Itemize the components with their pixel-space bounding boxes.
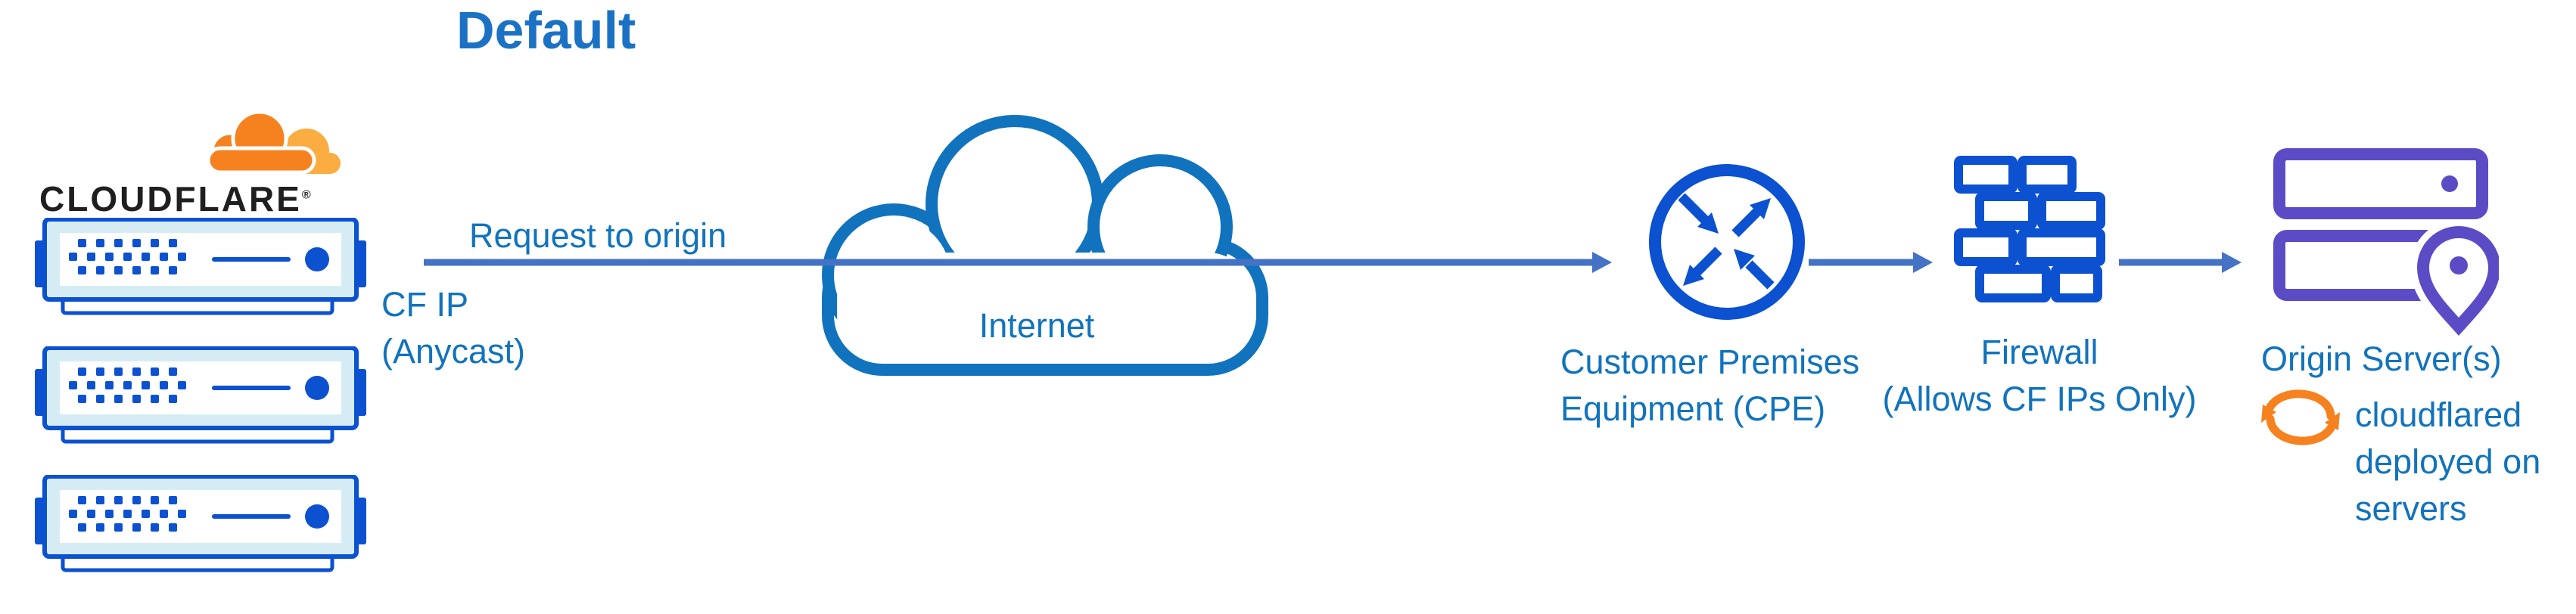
cloudflared-note-line1: cloudflared	[2355, 395, 2522, 434]
cloudflared-note-line2: deployed on	[2355, 442, 2541, 482]
arrowhead-cpe	[1592, 252, 1612, 273]
origin-servers-icon	[2273, 148, 2499, 337]
sync-arrows-icon	[2261, 389, 2346, 452]
cpe-label-line1: Customer Premises	[1560, 343, 1860, 381]
cloudflare-logo-cloud-icon	[206, 110, 341, 175]
firewall-brick-icon	[1954, 156, 2105, 302]
cloudflare-wordmark: CLOUDFLARE®	[39, 178, 311, 219]
firewall-label: Firewall (Allows CF IPs Only)	[1877, 329, 2202, 423]
cf-ip-label-line1: CF IP	[381, 285, 469, 324]
edge-server-icon-2	[34, 346, 367, 446]
firewall-label-line2: (Allows CF IPs Only)	[1882, 380, 2197, 419]
origin-label: Origin Server(s)	[2261, 340, 2502, 378]
location-pin-icon	[2416, 226, 2499, 336]
cpe-label-line2: Equipment (CPE)	[1560, 389, 1826, 429]
cloudflared-note-line3: servers	[2355, 489, 2467, 529]
internet-cloud-icon	[822, 115, 1268, 376]
cpe-router-icon	[1649, 164, 1805, 320]
edge-server-icon-1	[34, 218, 367, 318]
cf-ip-label-line2: (Anycast)	[381, 332, 526, 371]
cloudflare-wordmark-text: CLOUDFLARE	[39, 179, 302, 219]
internet-label: Internet	[978, 306, 1095, 345]
cpe-label: Customer Premises Equipment (CPE)	[1560, 339, 1859, 433]
diagram-title: Default	[456, 1, 636, 60]
arrowhead-firewall	[1913, 252, 1933, 273]
registered-mark: ®	[301, 188, 311, 202]
arrowhead-origin	[2222, 252, 2242, 273]
edge-server-icon-3	[34, 475, 367, 575]
firewall-label-line1: Firewall	[1980, 333, 2098, 371]
cloudflared-note: cloudflared deployed on servers	[2355, 392, 2540, 532]
cf-ip-anycast-label: CF IP (Anycast)	[381, 281, 525, 375]
request-to-origin-label: Request to origin	[469, 216, 727, 255]
